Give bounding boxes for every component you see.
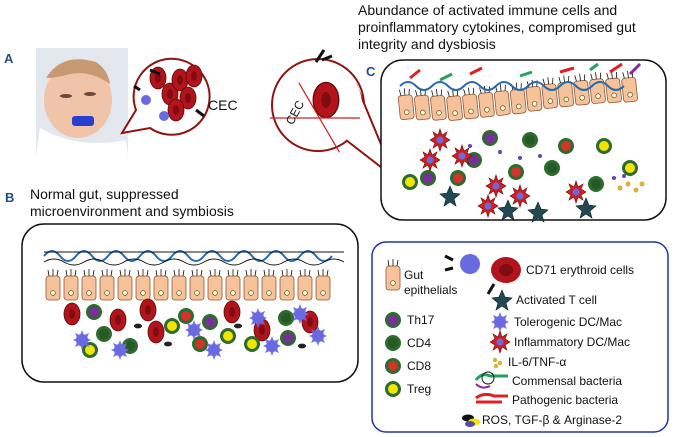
panel-b-mucus-layer — [43, 250, 345, 266]
panel-c-caption-line2: proinflammatory cytokines, compromised g… — [358, 19, 636, 35]
baby-photo — [36, 48, 128, 156]
panel-c-caption-line3: integrity and dysbiosis — [358, 36, 496, 52]
legend-tolerogenic: Tolerogenic DC/Mac — [514, 315, 623, 329]
panel-c-caption-line1: Abundance of activated immune cells and — [358, 2, 618, 18]
legend-th17: Th17 — [407, 313, 435, 327]
cec-zoom-bubble — [270, 49, 398, 182]
panel-b-caption-line2: microenvironment and symbiosis — [30, 203, 234, 219]
panel-b-caption: Normal gut, suppressed microenvironment … — [30, 186, 234, 220]
panel-b-cells — [63, 298, 327, 360]
legend-gut-line1: Gut — [404, 268, 424, 282]
legend-cytokines: IL-6/TNF-α — [508, 355, 567, 369]
panel-a-cec-label: CEC — [208, 97, 238, 113]
panel-c-caption: Abundance of activated immune cells and … — [358, 2, 636, 53]
legend-gut-line2: epithelials — [404, 283, 458, 297]
legend-treg: Treg — [407, 382, 432, 396]
panel-b-letter: B — [5, 190, 15, 205]
legend-commensal: Commensal bacteria — [512, 374, 623, 388]
panel-c-cells — [402, 128, 645, 223]
legend-ros: ROS, TGF-β & Arginase-2 — [482, 413, 623, 427]
panel-c-letter: C — [366, 64, 376, 79]
legend-cd4: CD4 — [407, 336, 432, 350]
panel-b-caption-line1: Normal gut, suppressed — [30, 186, 179, 202]
cec-bubble — [119, 57, 211, 136]
legend-gut-epithelials: Gut epithelials — [404, 268, 457, 298]
panel-c-bacteria — [399, 62, 642, 91]
legend-box — [371, 241, 669, 433]
legend-cd71: CD71 erythroid cells — [526, 263, 635, 277]
legend-symbols — [385, 254, 521, 427]
legend-pathogenic: Pathogenic bacteria — [512, 393, 619, 407]
legend-activated-t: Activated T cell — [516, 293, 597, 307]
panel-a-letter: A — [4, 51, 14, 66]
legend-inflammatory: Inflammatory DC/Mac — [514, 335, 631, 349]
legend-cd8: CD8 — [407, 359, 432, 373]
